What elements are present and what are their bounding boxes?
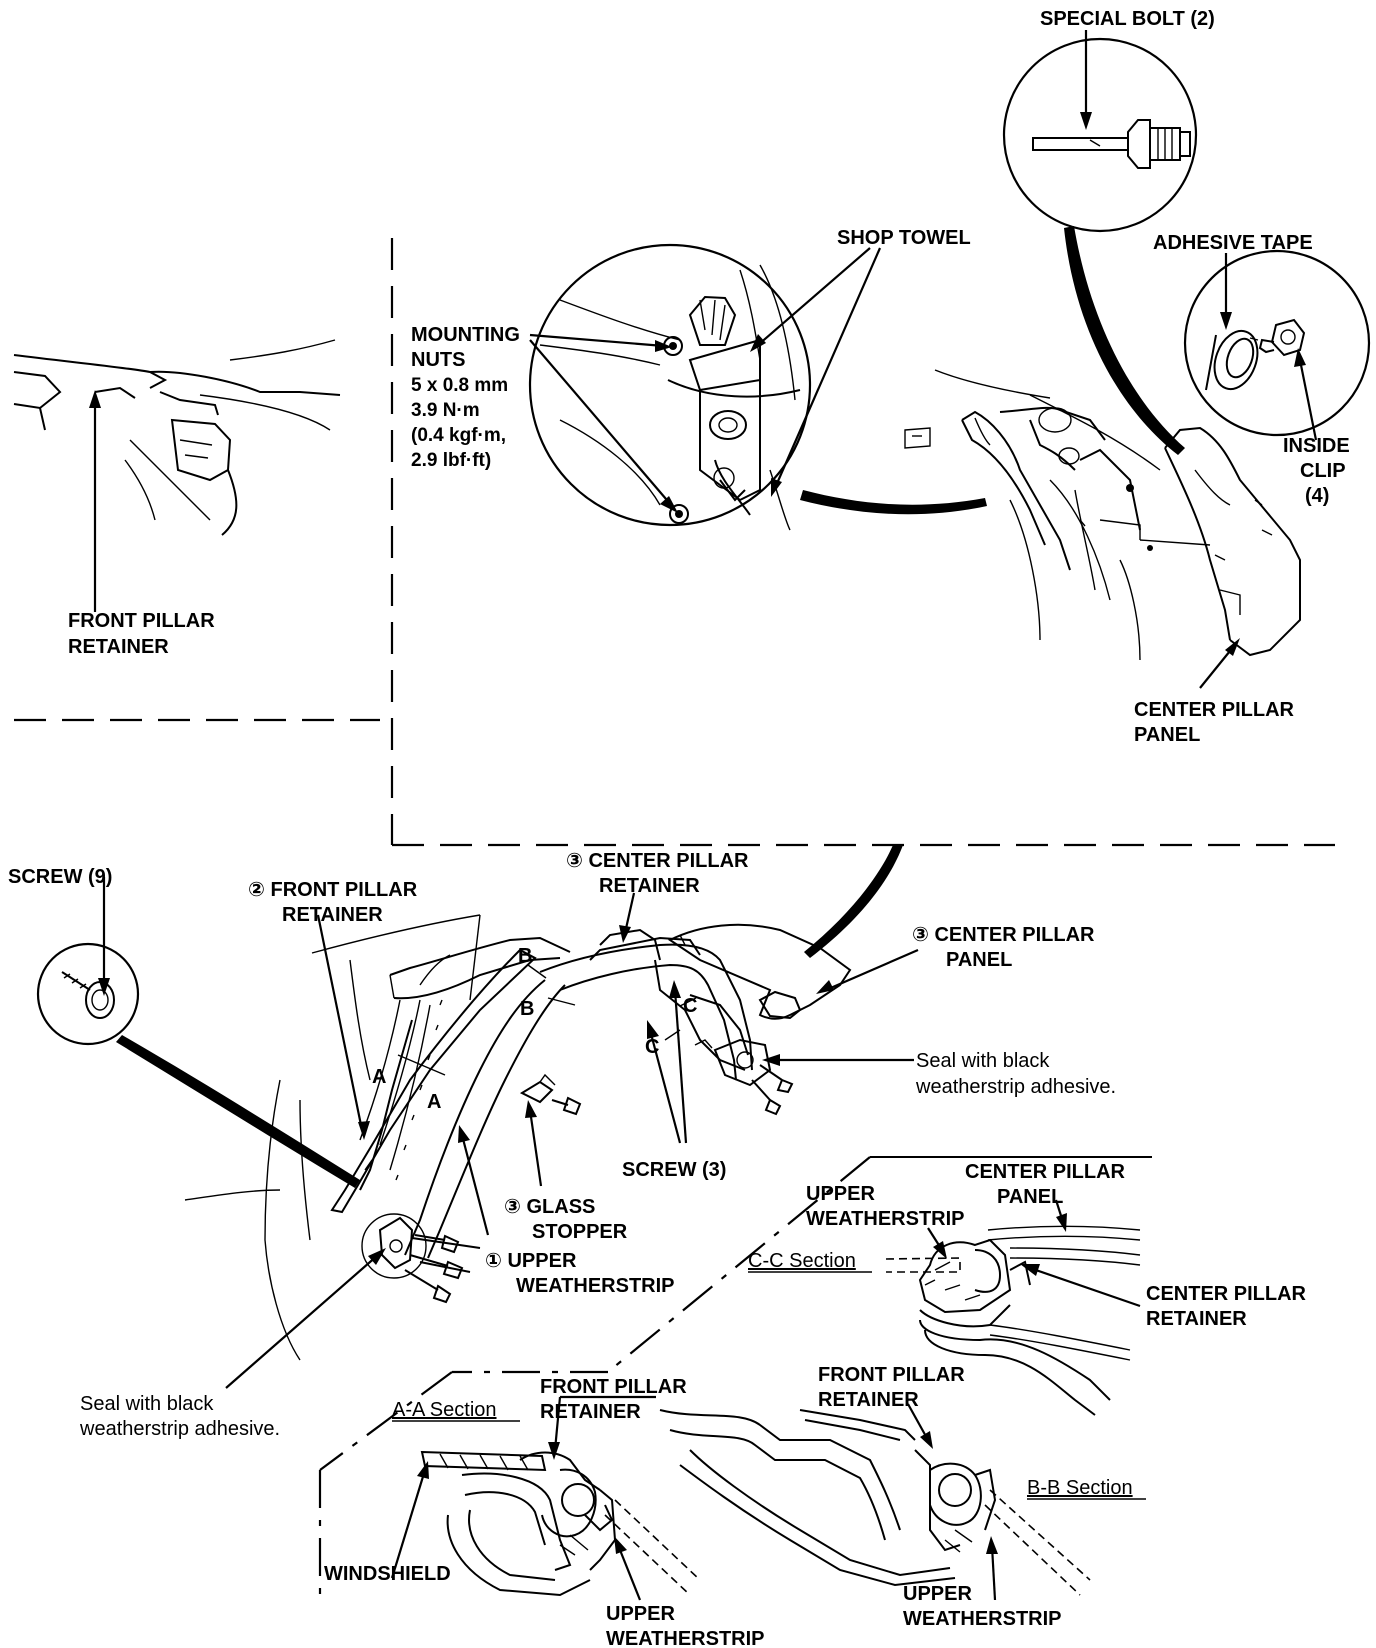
front-pillar-retainer-2-label-1: ② FRONT PILLAR [248, 879, 418, 901]
frame-lines [14, 238, 1335, 1604]
front-pillar-retainer-top-label-1: FRONT PILLAR [68, 610, 215, 632]
mounting-nuts-label-2: NUTS [411, 349, 465, 371]
aa-front-pillar-retainer-label-1: FRONT PILLAR [540, 1376, 687, 1398]
screw-9-detail [36, 877, 360, 1188]
bb-section-title: B-B Section [1027, 1477, 1133, 1499]
inside-clip-label-3: (4) [1305, 485, 1329, 507]
adhesive-tape-label: ADHESIVE TAPE [1153, 232, 1313, 254]
bb-front-pillar-retainer-label-2: RETAINER [818, 1389, 919, 1411]
special-bolt-label: SPECIAL BOLT (2) [1040, 8, 1215, 30]
marker-b-1: B [518, 945, 532, 967]
center-pillar-top-view [904, 369, 1301, 689]
cc-upper-weatherstrip-label-1: UPPER [806, 1183, 875, 1205]
special-bolt-detail [1002, 30, 1198, 233]
marker-c-2: C [645, 1036, 659, 1058]
mounting-nuts-spec-1: 5 x 0.8 mm [411, 375, 508, 396]
bb-section-drawing [659, 1403, 1091, 1601]
aa-front-pillar-retainer-label-2: RETAINER [540, 1401, 641, 1423]
cc-center-pillar-panel-label-1: CENTER PILLAR [965, 1161, 1126, 1183]
seal-right-label-2: weatherstrip adhesive. [915, 1076, 1116, 1098]
front-pillar-retainer-detail [13, 339, 341, 612]
aa-upper-weatherstrip-label-1: UPPER [606, 1603, 675, 1625]
screw-3-label: SCREW (3) [622, 1159, 726, 1181]
bb-upper-weatherstrip-label-2: WEATHERSTRIP [903, 1608, 1062, 1630]
center-pillar-panel-3-label-1: ③ CENTER PILLAR [912, 924, 1095, 946]
mounting-nuts-label-1: MOUNTING [411, 324, 520, 346]
marker-c-1: C [683, 995, 697, 1017]
glass-stopper-label-2: STOPPER [532, 1221, 628, 1243]
panel-connector-arc [804, 845, 903, 958]
bb-front-pillar-retainer-label-1: FRONT PILLAR [818, 1364, 965, 1386]
inside-clip-label-1: INSIDE [1283, 435, 1350, 457]
main-assembly [184, 914, 852, 1361]
cc-section-drawing [885, 1199, 1141, 1416]
mounting-nuts-spec-3: (0.4 kgf·m, [411, 425, 506, 446]
seal-left-label-1: Seal with black [80, 1393, 214, 1415]
shop-towel-label: SHOP TOWEL [837, 227, 971, 249]
front-pillar-retainer-2-label-2: RETAINER [282, 904, 383, 926]
aa-section-title: A-A Section [392, 1399, 497, 1421]
cc-center-pillar-retainer-label-1: CENTER PILLAR [1146, 1283, 1307, 1305]
marker-b-2: B [520, 998, 534, 1020]
marker-a-1: A [372, 1066, 386, 1088]
upper-weatherstrip-1-label-1: ① UPPER [485, 1250, 577, 1272]
inside-clip-label-2: CLIP [1300, 460, 1346, 482]
center-pillar-retainer-3-label-1: ③ CENTER PILLAR [566, 850, 749, 872]
glass-stopper-label-1: ③ GLASS [504, 1196, 595, 1218]
cc-center-pillar-panel-label-2: PANEL [997, 1186, 1063, 1208]
cc-upper-weatherstrip-label-2: WEATHERSTRIP [806, 1208, 965, 1230]
windshield-label: WINDSHIELD [324, 1563, 451, 1585]
seal-left-label-2: weatherstrip adhesive. [79, 1418, 280, 1440]
nuts-connector-arc [800, 490, 987, 515]
center-pillar-retainer-3-label-2: RETAINER [599, 875, 700, 897]
seal-right-label-1: Seal with black [916, 1050, 1050, 1072]
mounting-nuts-spec-2: 3.9 N·m [411, 400, 480, 421]
bb-upper-weatherstrip-label-1: UPPER [903, 1583, 972, 1605]
bolt-connector-arc [1064, 226, 1185, 455]
cc-center-pillar-retainer-label-2: RETAINER [1146, 1308, 1247, 1330]
mounting-nuts-spec-4: 2.9 lbf·ft) [411, 450, 491, 471]
main-leaders [225, 892, 919, 1389]
aa-section-drawing [390, 1395, 701, 1601]
screw-9-label: SCREW (9) [8, 866, 112, 888]
center-pillar-panel-top-label-2: PANEL [1134, 724, 1200, 746]
adhesive-tape-detail [1183, 249, 1371, 441]
marker-a-2: A [427, 1091, 441, 1113]
mounting-nuts-detail [528, 243, 882, 531]
center-pillar-panel-3-label-2: PANEL [946, 949, 1012, 971]
front-pillar-retainer-top-label-2: RETAINER [68, 636, 169, 658]
upper-weatherstrip-1-label-2: WEATHERSTRIP [516, 1275, 675, 1297]
aa-upper-weatherstrip-label-2: WEATHERSTRIP [606, 1628, 765, 1648]
center-pillar-panel-top-label-1: CENTER PILLAR [1134, 699, 1295, 721]
cc-section-title: C-C Section [748, 1250, 856, 1272]
